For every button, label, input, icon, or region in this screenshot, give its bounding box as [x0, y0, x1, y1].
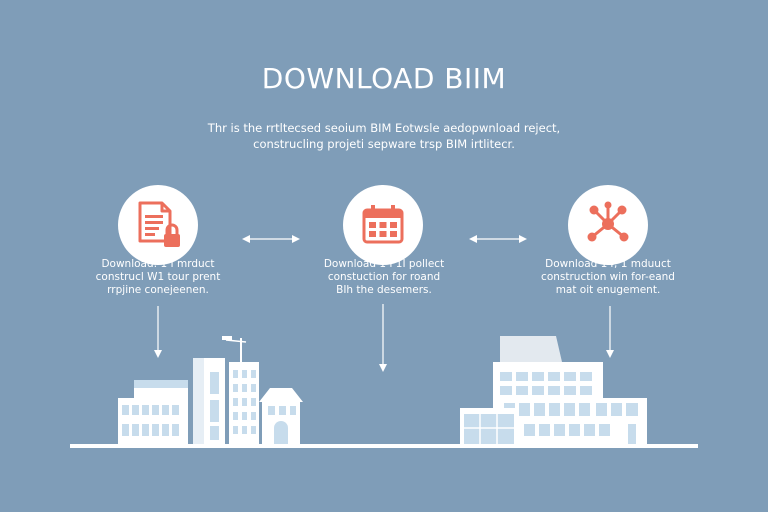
step-2-line: Download 1 I 1I pollect [323, 258, 445, 270]
step-1-description: Download: 1 I mrduct construcl W1 tour p… [78, 258, 238, 297]
network-icon [587, 201, 629, 242]
calendar-icon [362, 205, 404, 244]
step-2-description: Download 1 I 1I pollect constuction for … [304, 258, 464, 297]
step-1-circle [118, 185, 198, 265]
left-buildings [118, 336, 303, 444]
step-3-line: mat oit enugement. [555, 284, 661, 296]
step-3-line: Download 14, 1 mduuct [545, 258, 671, 270]
page-subtitle: Thr is the rrtltecsed seoium BIM Eotwsle… [0, 120, 768, 152]
step-3-circle [568, 185, 648, 265]
page-title: DOWNLOAD BIIM [261, 62, 507, 95]
step-1-line: rrpjine conejeenen. [107, 284, 209, 296]
ground-line [70, 444, 698, 448]
subtitle-line: Thr is the rrtltecsed seoium BIM Eotwsle… [207, 121, 561, 135]
subtitle-line: construcling projeti sepware trsp BIM ir… [253, 137, 515, 151]
step-1-line: Download: 1 I mrduct [101, 258, 215, 270]
document-lock-icon [138, 201, 180, 247]
step-1-line: construcl W1 tour prent [95, 271, 221, 283]
step-3-description: Download 14, 1 mduuct construction win f… [528, 258, 688, 297]
step-3-line: construction win for-eand [541, 271, 675, 283]
step-2-circle [343, 185, 423, 265]
right-buildings [460, 336, 647, 444]
step-2-line: BIh the desemers. [336, 284, 432, 296]
step-2-line: constuction for roand [327, 271, 441, 283]
